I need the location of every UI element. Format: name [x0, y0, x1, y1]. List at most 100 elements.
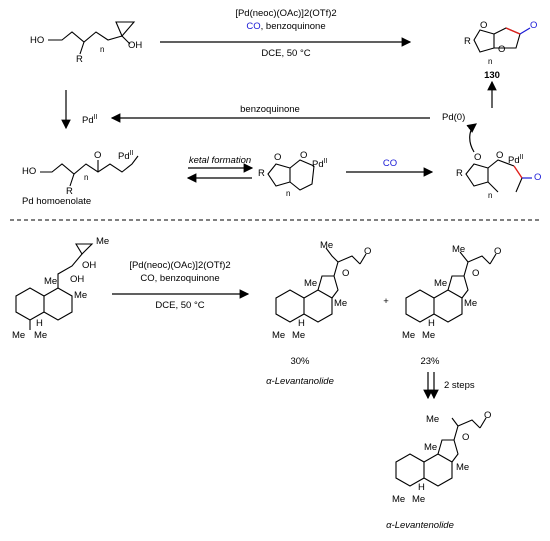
product-carbonyl-bond: [519, 27, 531, 35]
product-r-atom: R: [464, 36, 471, 47]
p1-me-top: Me: [320, 240, 334, 251]
pd2-symbol: Pd: [82, 115, 94, 127]
acyl-pd-symbol: Pd: [508, 155, 520, 167]
p2-me-top: Me: [452, 244, 466, 255]
sm-h-ring-fusion: H: [36, 318, 43, 329]
homoenolate-caption: Pd homoenolate: [22, 196, 92, 207]
sm-me-angular: Me: [44, 276, 58, 287]
two-steps-label: 2 steps: [444, 380, 475, 391]
p1-me-ketal: Me: [334, 298, 348, 309]
p3-carbonyl-o: O: [484, 410, 492, 421]
homoenolate-r-atom: R: [66, 186, 73, 197]
top-conditions-label: DCE, 50 °C: [261, 48, 311, 59]
ketal-n-subscript: n: [286, 189, 291, 198]
co-insertion-label: CO: [382, 158, 398, 169]
p3-me-gem-2: Me: [412, 494, 426, 505]
product-number-label: 130: [484, 70, 500, 81]
diterpene-starting-material: [15, 243, 94, 330]
p2-me-gem-1: Me: [402, 330, 416, 341]
sm-me-gem-2: Me: [34, 330, 48, 341]
p1-me-angular: Me: [304, 278, 318, 289]
product-3-name: α-Levantenolide: [386, 520, 454, 531]
acyl-r-atom: R: [456, 168, 463, 179]
bottom-catalyst-label: [Pd(neoc)(OAc)]2(OTf)2: [129, 260, 231, 271]
starting-cyclopropanol: [48, 21, 136, 55]
top-oxidant-label: , benzoquinone: [260, 21, 326, 32]
homoenolate-ho-atom: HO: [22, 166, 37, 177]
p3-me-alkene: Me: [426, 414, 440, 425]
p1-ring-o: O: [342, 268, 350, 279]
p1-me-gem-2: Me: [292, 330, 306, 341]
ketal-pd-state: II: [323, 158, 328, 165]
ketal-formation-label: ketal formation: [188, 155, 252, 166]
product-1-name: α-Levantanolide: [266, 376, 334, 387]
acyl-n-subscript: n: [488, 191, 493, 200]
sm-me-carbinol: Me: [74, 290, 88, 301]
plus-sign: +: [383, 296, 389, 307]
product-o-atom-1: O: [480, 20, 488, 31]
product-n-subscript: n: [488, 57, 493, 66]
pd0-label: Pd(0): [442, 112, 466, 123]
p3-h-ring-fusion: H: [418, 482, 425, 493]
ketal-pd-atom: PdII: [312, 156, 328, 170]
acyl-palladium-intermediate: [465, 159, 523, 193]
ketal-o-atom-1: O: [274, 152, 282, 163]
p3-me-angular: Me: [424, 442, 438, 453]
ketal-intermediate: [267, 159, 315, 191]
cycle-oxidant-label: benzoquinone: [240, 104, 300, 115]
top-catalyst-label: [Pd(neoc)(OAc)]2(OTf)2: [235, 8, 337, 19]
pd-homoenolate-structure: [40, 155, 139, 187]
new-cc-bond: [505, 27, 521, 35]
acyl-carbonyl-o: O: [534, 172, 542, 183]
yield-2-label: 23%: [420, 356, 440, 367]
p1-me-gem-1: Me: [272, 330, 286, 341]
acyl-pd-state: II: [519, 154, 524, 161]
ketal-r-atom: R: [258, 168, 265, 179]
p2-carbonyl-o: O: [494, 246, 502, 257]
pd2-label: PdII: [82, 112, 98, 126]
product-o-atom-2: O: [498, 44, 506, 55]
pd0-release-arrow: [466, 123, 477, 153]
p2-me-angular: Me: [434, 278, 448, 289]
p2-me-ketal: Me: [464, 298, 478, 309]
p2-ring-o: O: [472, 268, 480, 279]
sm-ho-atom: HO: [30, 35, 45, 46]
ketal-pd-symbol: Pd: [312, 159, 324, 171]
acyl-o-atom-2: O: [496, 150, 504, 161]
sm-r-atom: R: [76, 54, 83, 65]
p3-ring-o: O: [462, 432, 470, 443]
pd2-oxidation-state: II: [93, 114, 98, 121]
bottom-conditions-label: DCE, 50 °C: [155, 300, 205, 311]
new-acyl-bond: [513, 165, 523, 179]
homoenolate-pd-atom: PdII: [118, 148, 134, 162]
sm-me-cyclopropyl: Me: [96, 236, 110, 247]
levantanolide-structure: [275, 247, 367, 323]
top-reagents-label: CO, benzoquinone: [246, 21, 325, 32]
levantanolide-isomer-structure: [405, 251, 497, 323]
p2-h-ring-fusion: H: [428, 318, 435, 329]
homoenolate-o-atom: O: [94, 150, 102, 161]
acyl-o-atom-1: O: [474, 152, 482, 163]
p2-me-gem-2: Me: [422, 330, 436, 341]
sm-n-subscript: n: [100, 45, 105, 54]
acyl-pd-atom: PdII: [508, 152, 524, 166]
homoenolate-pd-state: II: [129, 150, 134, 157]
ketal-o-atom-2: O: [300, 150, 308, 161]
homoenolate-n-subscript: n: [84, 173, 89, 182]
sm-oh-top: OH: [82, 260, 97, 271]
sm-oh-bottom: OH: [70, 274, 85, 285]
levantenolide-structure: [395, 417, 487, 487]
bottom-reagents-label: CO, benzoquinone: [140, 273, 220, 284]
homoenolate-pd-symbol: Pd: [118, 151, 130, 163]
sm-me-gem-1: Me: [12, 330, 26, 341]
sm-oh-atom: OH: [128, 40, 143, 51]
p1-carbonyl-o: O: [364, 246, 372, 257]
p3-me-ketal: Me: [456, 462, 470, 473]
p1-h-ring-fusion: H: [298, 318, 305, 329]
top-co-label: CO: [246, 21, 261, 32]
yield-1-label: 30%: [290, 356, 310, 367]
p3-me-gem-1: Me: [392, 494, 406, 505]
product-carbonyl-o: O: [530, 20, 538, 31]
